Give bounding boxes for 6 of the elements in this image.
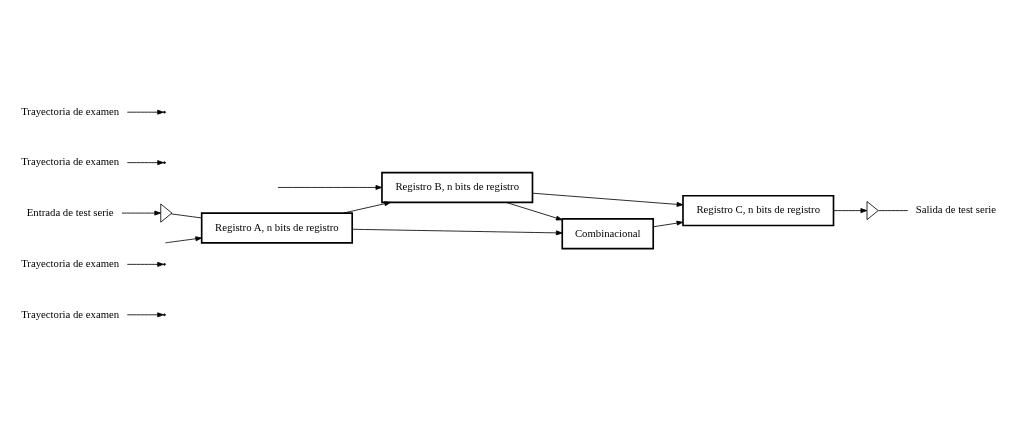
node-text: Trayectoria de examen <box>21 307 120 320</box>
node-text: Entrada de test serie <box>26 205 114 218</box>
node-text: Salida de test serie <box>915 203 997 216</box>
node-text: Trayectoria de examen <box>21 105 120 118</box>
node-text: Trayectoria de examen <box>21 257 120 270</box>
node-text: Trayectoria de examen <box>21 155 120 168</box>
